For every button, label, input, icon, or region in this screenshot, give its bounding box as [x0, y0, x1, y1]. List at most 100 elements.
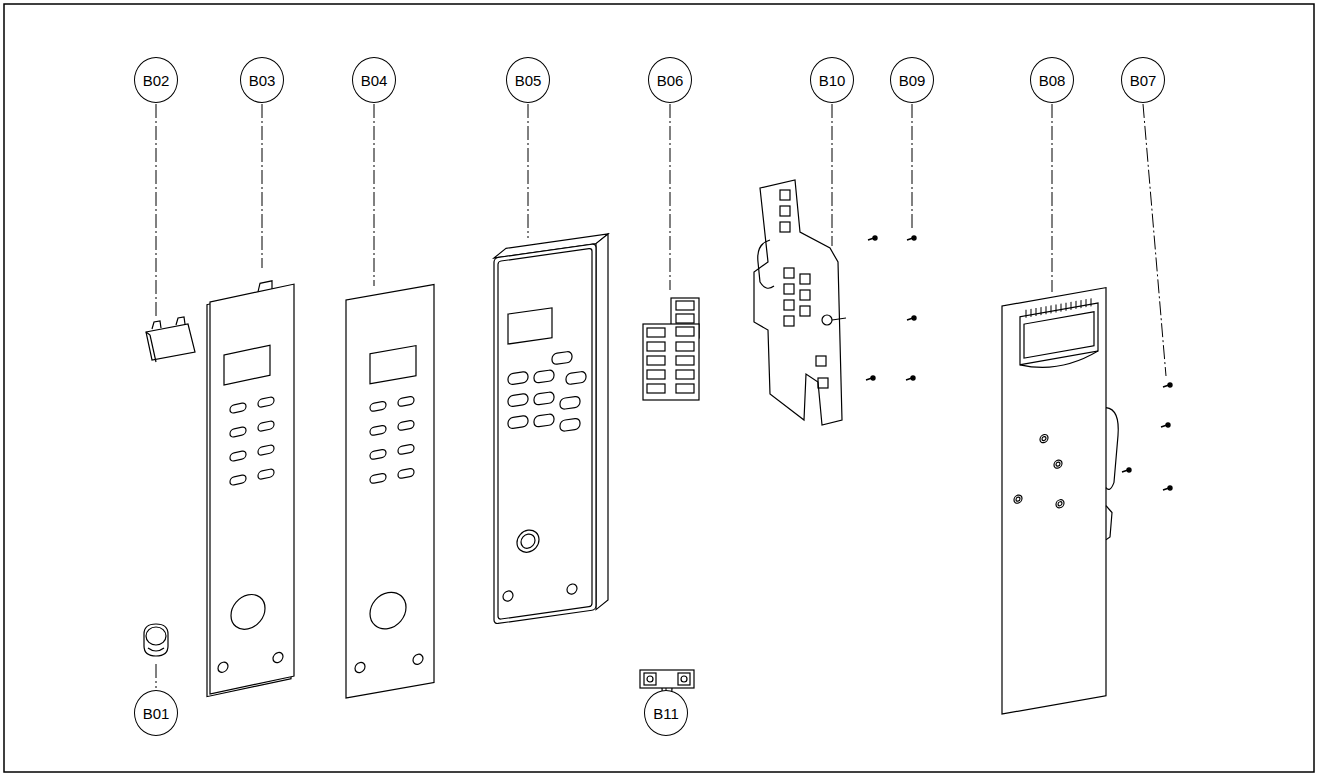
screws	[912, 316, 916, 320]
main-pcb	[1014, 494, 1022, 503]
screws	[907, 316, 916, 320]
screws	[1168, 383, 1172, 387]
callout-circle: B11	[644, 690, 688, 736]
key-pcb	[780, 206, 790, 216]
leader-lines	[156, 664, 157, 688]
membrane-sheet	[370, 425, 386, 436]
key-pcb	[758, 240, 774, 288]
membrane-sheet	[346, 284, 434, 698]
callout-number: B01	[143, 706, 170, 721]
callout-number: B08	[1039, 73, 1066, 88]
main-pcb	[1040, 434, 1048, 443]
key-pcb	[780, 190, 828, 388]
screws	[871, 376, 875, 380]
main-pcb	[1016, 497, 1020, 502]
leader-lines	[670, 104, 671, 290]
door-cap	[146, 317, 195, 362]
membrane-sheet	[370, 589, 406, 631]
leader-lines	[1052, 104, 1053, 292]
key-pcb	[818, 378, 828, 388]
key-pcb	[784, 316, 794, 326]
front-panel	[258, 444, 274, 455]
key-pcb	[780, 222, 790, 232]
keypad-rubber	[676, 370, 694, 379]
control-housing	[521, 533, 535, 549]
keypad-rubber	[643, 324, 699, 400]
key-pcb	[754, 180, 842, 425]
leader-lines	[1143, 104, 1166, 376]
callout-circle: B06	[648, 57, 692, 103]
screws	[911, 376, 915, 380]
key-pcb	[816, 356, 826, 366]
main-pcb	[1070, 302, 1071, 310]
main-pcb	[1040, 307, 1041, 315]
callout-number: B02	[143, 73, 170, 88]
front-panel	[258, 281, 272, 292]
front-panel	[230, 426, 246, 437]
front-panel	[207, 276, 294, 696]
callout-circle: B08	[1030, 57, 1074, 103]
front-panel	[218, 661, 228, 673]
screws	[1168, 486, 1172, 490]
main-pcb	[1025, 310, 1026, 318]
main-pcb	[1080, 300, 1081, 308]
main-pcb	[1060, 304, 1061, 312]
leader-lines	[912, 104, 913, 230]
front-panel	[210, 284, 294, 694]
key-rubber	[681, 676, 687, 682]
main-pcb	[1054, 459, 1062, 468]
control-housing	[560, 418, 580, 432]
main-pcb	[1106, 406, 1118, 490]
screws	[873, 236, 877, 240]
keypad-rubber	[643, 298, 699, 400]
callout-number: B09	[899, 73, 926, 88]
front-panel	[224, 345, 270, 385]
screws	[1127, 468, 1131, 472]
callout-number: B03	[249, 73, 276, 88]
front-panel	[230, 402, 246, 413]
front-panel	[230, 450, 246, 461]
screws	[868, 236, 877, 240]
callout-circle: B03	[240, 57, 284, 103]
front-panel	[230, 474, 246, 485]
main-pcb	[1050, 305, 1051, 313]
membrane-sheet	[370, 449, 386, 460]
leader-lines	[156, 104, 157, 318]
leader-lines	[262, 104, 263, 268]
door-cap	[176, 317, 185, 325]
front-panel	[273, 651, 283, 663]
membrane-sheet	[398, 444, 414, 455]
callout-circle: B01	[134, 690, 178, 736]
screws	[866, 236, 916, 380]
callout-number: B04	[361, 73, 388, 88]
callout-number: B10	[819, 73, 846, 88]
front-panel	[230, 396, 274, 485]
main-pcb	[1045, 306, 1046, 314]
screws	[1122, 468, 1131, 472]
membrane-sheet	[370, 473, 386, 484]
door-cap	[146, 332, 150, 335]
key-rubber	[640, 670, 694, 688]
main-pcb	[1024, 312, 1094, 358]
main-pcb	[1020, 303, 1098, 365]
callout-circle: B07	[1121, 57, 1165, 103]
key-pcb	[800, 306, 810, 316]
control-housing	[508, 349, 586, 439]
leader-lines	[528, 104, 529, 238]
main-pcb	[1090, 298, 1091, 306]
main-pcb	[1106, 505, 1112, 540]
control-housing	[503, 590, 513, 601]
screws	[1161, 423, 1170, 427]
knob	[146, 627, 166, 645]
membrane-sheet	[370, 396, 414, 484]
key-pcb	[800, 274, 810, 284]
screws	[906, 376, 915, 380]
screws	[1166, 423, 1170, 427]
keypad-rubber	[676, 301, 694, 310]
callout-circle: B10	[810, 57, 854, 103]
control-housing	[508, 393, 528, 407]
knob	[144, 624, 168, 656]
front-panel	[231, 591, 265, 632]
